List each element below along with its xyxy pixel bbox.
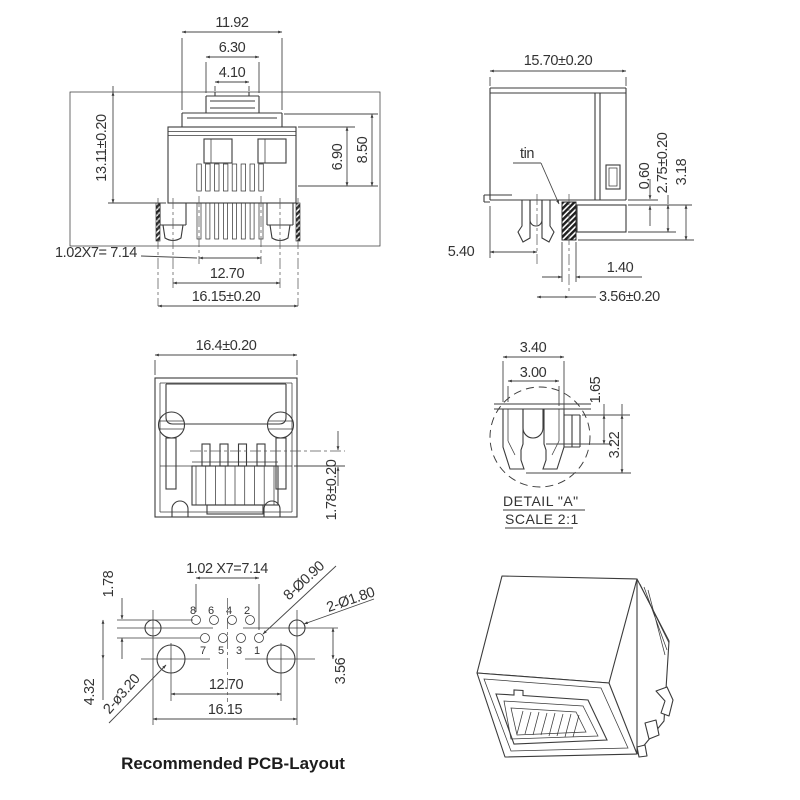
pin-number-5: 5 xyxy=(218,645,224,657)
top-view: 16.4±0.20 1.78±0.20 xyxy=(154,338,345,520)
pcb-pin-numbers: 8 6 4 2 7 5 3 1 xyxy=(190,605,260,657)
dim-pcb-pitch: 1.02 X7=7.14 xyxy=(186,561,268,577)
iso-leg-lower xyxy=(644,719,660,740)
iso-right-face xyxy=(636,578,670,755)
dim-pcb-post-holes: 2-Ø1.80 xyxy=(325,584,377,615)
top-view-dimensions: 16.4±0.20 1.78±0.20 xyxy=(154,338,345,520)
dim-front-width-mid: 6.30 xyxy=(219,40,246,56)
dim-pcb-mount-offset: 3.56 xyxy=(333,657,349,684)
side-body xyxy=(489,87,627,201)
pcb-layout-view: 8 6 4 2 7 5 3 1 1.78 1.02 X7=7. xyxy=(82,558,377,773)
detail-dimensions: 3.40 3.00 1.65 3.22 xyxy=(502,340,631,474)
side-view: 15.70±0.20 tin 0.60 2.75±0.20 3.18 5.40 … xyxy=(448,53,694,305)
dim-front-width-top: 4.10 xyxy=(219,65,246,81)
dim-detail-w-inner: 3.00 xyxy=(520,365,547,381)
detail-dashed-circle xyxy=(489,386,591,488)
detail-latch-right-prong xyxy=(542,409,565,470)
front-view: 11.92 6.30 4.10 13.11±0.20 6.90 8.50 1.0… xyxy=(55,15,381,308)
label-tin: tin xyxy=(520,146,534,162)
dim-side-standoff: 0.60 xyxy=(637,162,653,189)
pcb-post-hole-left xyxy=(144,619,162,637)
side-latch xyxy=(517,200,531,243)
pcb-geometry: 8 6 4 2 7 5 3 1 xyxy=(117,598,338,725)
pcb-post-hole-right xyxy=(288,619,306,637)
dim-pcb-row-offset: 1.78 xyxy=(101,570,117,597)
dim-front-width-outer: 11.92 xyxy=(215,15,249,31)
dim-pcb-post-span: 16.15 xyxy=(208,702,243,718)
front-view-dimensions: 11.92 6.30 4.10 13.11±0.20 6.90 8.50 1.0… xyxy=(55,15,378,308)
pin-number-7: 7 xyxy=(200,645,206,657)
top-upward-pins xyxy=(201,443,266,467)
pcb-mount-hole-left xyxy=(156,644,186,674)
pin-number-4: 4 xyxy=(226,605,232,617)
dim-front-leg-span: 12.70 xyxy=(210,266,245,282)
dim-front-pin-pitch: 1.02X7= 7.14 xyxy=(55,245,137,261)
top-body xyxy=(154,377,298,518)
detail-geometry xyxy=(494,403,591,470)
pcb-pin-holes xyxy=(191,615,264,643)
side-rear-block xyxy=(576,204,627,233)
dim-side-latch-offset: 5.40 xyxy=(448,244,475,260)
front-body xyxy=(167,126,297,204)
iso-3d-view xyxy=(476,575,674,758)
dim-side-pin-proj: 2.75±0.20 xyxy=(655,132,671,193)
dim-front-total-width: 16.15±0.20 xyxy=(192,289,261,305)
front-view-geometry xyxy=(69,91,381,306)
detail-latch-slot xyxy=(522,409,544,439)
front-right-leg xyxy=(266,203,294,242)
dim-detail-h-outer: 3.22 xyxy=(607,431,623,458)
pin-number-2: 2 xyxy=(244,605,250,617)
dim-front-height: 13.11±0.20 xyxy=(94,114,110,182)
iso-leg-tip xyxy=(636,744,648,758)
detail-latch-left-prong xyxy=(502,409,525,470)
iso-opening xyxy=(495,689,608,745)
detail-a-view: 3.40 3.00 1.65 3.22 DETAIL "A" SCALE 2:1 xyxy=(489,340,631,529)
detail-caption: DETAIL "A" SCALE 2:1 xyxy=(503,493,585,529)
detail-title: DETAIL "A" xyxy=(503,493,579,509)
dim-side-depth: 15.70±0.20 xyxy=(524,53,593,69)
pcb-caption: Recommended PCB-Layout xyxy=(121,754,345,773)
pin-number-6: 6 xyxy=(208,605,214,617)
dim-pcb-v-offset: 4.32 xyxy=(82,678,98,705)
detail-scale: SCALE 2:1 xyxy=(505,511,579,527)
front-solder-pins xyxy=(196,202,264,240)
dim-detail-w-outer: 3.40 xyxy=(520,340,547,356)
iso-top-face xyxy=(476,575,638,684)
dim-pcb-pin-holes: 8-Ø0.90 xyxy=(281,558,328,604)
dim-top-width: 16.4±0.20 xyxy=(196,338,257,354)
dim-front-h-outer: 8.50 xyxy=(355,136,371,163)
pcb-mount-hole-right xyxy=(266,644,296,674)
side-view-geometry xyxy=(483,87,627,292)
dim-top-pin-tail: 1.78±0.20 xyxy=(324,459,340,520)
dim-detail-h-inner: 1.65 xyxy=(588,376,604,403)
dim-side-pin-width: 1.40 xyxy=(607,260,634,276)
pin-number-3: 3 xyxy=(236,645,242,657)
pin-number-8: 8 xyxy=(190,605,196,617)
dim-front-h-inner: 6.90 xyxy=(330,143,346,170)
front-contact-slots xyxy=(196,163,264,192)
front-panel-outline xyxy=(69,91,381,247)
iso-leg-upper xyxy=(655,686,674,717)
iso-contact-lines xyxy=(516,710,580,738)
dim-side-latch-to-pin: 3.56±0.20 xyxy=(599,289,660,305)
side-view-dimensions: 15.70±0.20 tin 0.60 2.75±0.20 3.18 5.40 … xyxy=(448,53,694,305)
top-view-geometry xyxy=(154,377,345,518)
pcb-dimensions: 1.78 1.02 X7=7.14 8-Ø0.90 2-Ø1.80 4.32 2… xyxy=(82,558,377,724)
dim-side-pin-total: 3.18 xyxy=(674,158,690,185)
dim-pcb-mount-span: 12.70 xyxy=(209,677,244,693)
pin-number-1: 1 xyxy=(254,645,260,657)
top-opening xyxy=(165,383,287,425)
iso-legs xyxy=(636,686,674,758)
